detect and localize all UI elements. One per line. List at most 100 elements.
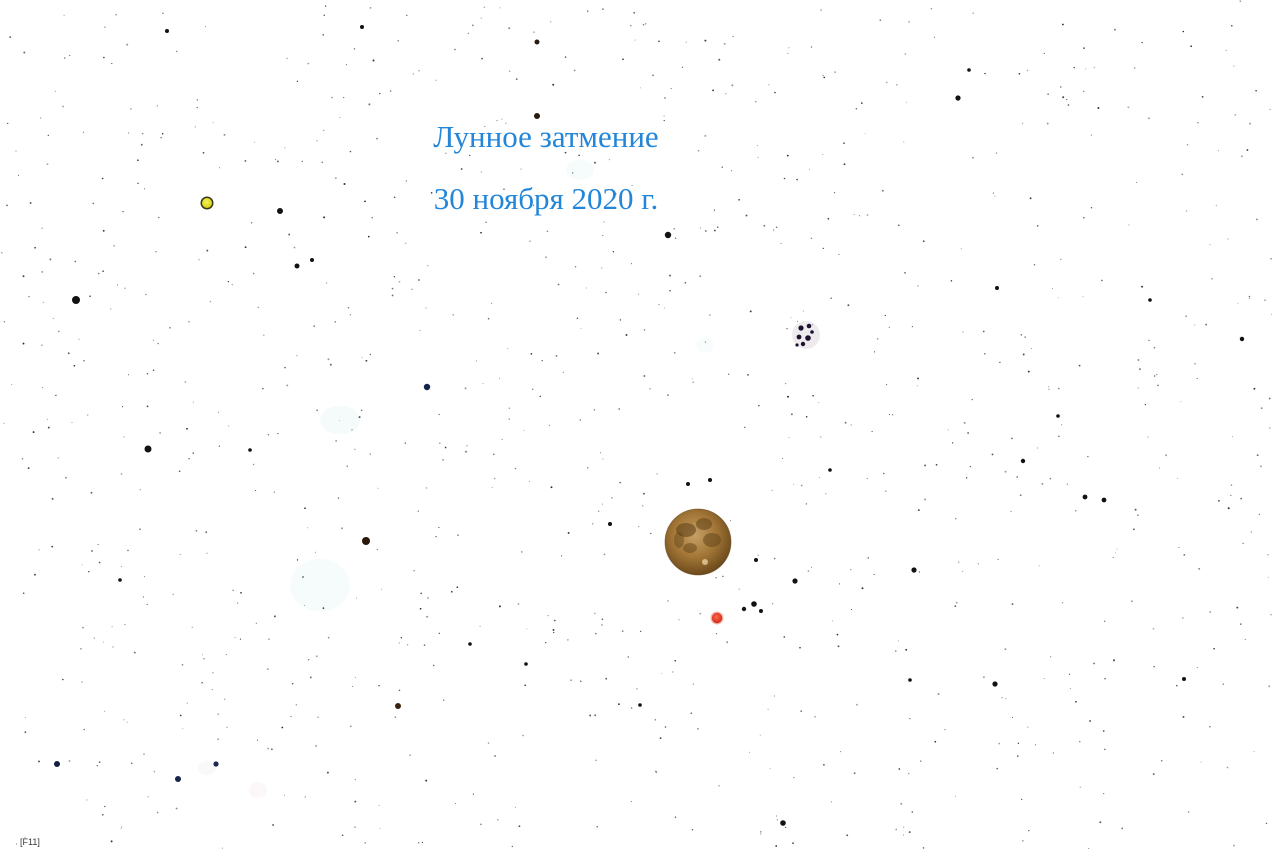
bright-star: [608, 522, 612, 526]
faint-star: [120, 566, 122, 568]
faint-star: [126, 721, 128, 723]
faint-star: [139, 489, 141, 491]
faint-star: [286, 57, 288, 59]
faint-star: [811, 324, 814, 326]
faint-star: [916, 385, 918, 387]
faint-star: [972, 156, 974, 159]
faint-star: [908, 831, 911, 834]
faint-star: [49, 258, 52, 261]
faint-star: [293, 246, 296, 249]
faint-star: [322, 33, 325, 36]
faint-star: [376, 137, 378, 140]
faint-star: [354, 778, 356, 781]
faint-star: [41, 227, 43, 229]
bright-star: [751, 601, 757, 607]
faint-star: [417, 842, 420, 844]
faint-star: [444, 152, 447, 155]
faint-star: [1047, 386, 1050, 388]
faint-star: [548, 424, 550, 426]
faint-star: [919, 760, 922, 762]
faint-star: [63, 57, 66, 59]
faint-star: [1190, 45, 1193, 48]
faint-star: [541, 359, 543, 362]
faint-star: [904, 272, 906, 274]
faint-star: [749, 310, 752, 313]
faint-star: [1226, 766, 1229, 769]
faint-star: [934, 740, 937, 743]
faint-star: [157, 342, 159, 345]
faint-star: [571, 172, 574, 174]
faint-star: [630, 25, 632, 27]
faint-star: [93, 637, 95, 639]
faint-star: [822, 153, 824, 155]
faint-star: [833, 192, 836, 194]
faint-star: [16, 843, 17, 845]
faint-star: [290, 715, 292, 717]
faint-star: [1147, 117, 1150, 120]
faint-star: [152, 369, 155, 372]
faint-star: [92, 202, 95, 205]
faint-star: [656, 772, 658, 774]
faint-star: [155, 251, 157, 253]
faint-star: [1017, 742, 1020, 744]
faint-star: [52, 318, 54, 319]
faint-star: [700, 227, 702, 229]
faint-star: [323, 14, 325, 17]
faint-star: [749, 751, 751, 753]
faint-star: [1004, 470, 1007, 473]
faint-star: [853, 213, 855, 216]
faint-star: [1250, 531, 1253, 533]
faint-star: [24, 836, 26, 838]
faint-star: [122, 211, 124, 213]
faint-star: [823, 76, 826, 79]
faint-star: [365, 359, 368, 362]
faint-star: [918, 571, 920, 573]
faint-star: [897, 640, 899, 642]
faint-star: [371, 217, 373, 219]
faint-star: [844, 421, 847, 424]
faint-star: [145, 293, 147, 296]
faint-star: [225, 654, 227, 656]
faint-star: [449, 144, 452, 146]
faint-star: [482, 382, 484, 385]
faint-star: [82, 626, 84, 629]
faint-star: [699, 275, 702, 278]
faint-star: [758, 405, 760, 407]
faint-star: [787, 395, 789, 398]
faint-star: [146, 603, 148, 606]
faint-star: [1209, 244, 1211, 246]
faint-star: [796, 178, 798, 181]
faint-star: [784, 826, 787, 829]
bright-star: [1101, 497, 1107, 503]
faint-star: [1089, 720, 1092, 722]
faint-star: [704, 341, 706, 343]
faint-star: [1268, 397, 1271, 400]
faint-star: [818, 477, 820, 478]
faint-star: [423, 644, 426, 646]
faint-star: [820, 436, 822, 438]
faint-star: [514, 467, 517, 470]
faint-star: [713, 209, 716, 211]
faint-star: [1218, 500, 1220, 502]
faint-star: [1240, 623, 1242, 625]
faint-star: [839, 583, 841, 585]
faint-star: [29, 202, 32, 204]
faint-star: [137, 159, 139, 162]
faint-star: [812, 395, 814, 397]
faint-star: [800, 710, 803, 712]
faint-star: [137, 182, 139, 185]
bright-star: [395, 703, 401, 709]
faint-star: [784, 382, 787, 385]
faint-star: [971, 398, 973, 401]
faint-star: [267, 747, 270, 750]
faint-star: [1058, 387, 1060, 390]
faint-star: [1027, 726, 1029, 728]
faint-star: [466, 445, 468, 447]
faint-star: [685, 41, 687, 43]
faint-star: [1240, 155, 1243, 158]
star-cluster-icon: [792, 321, 820, 349]
faint-star: [595, 759, 597, 762]
faint-star: [102, 270, 104, 273]
faint-star: [658, 304, 660, 306]
faint-star: [539, 395, 542, 398]
